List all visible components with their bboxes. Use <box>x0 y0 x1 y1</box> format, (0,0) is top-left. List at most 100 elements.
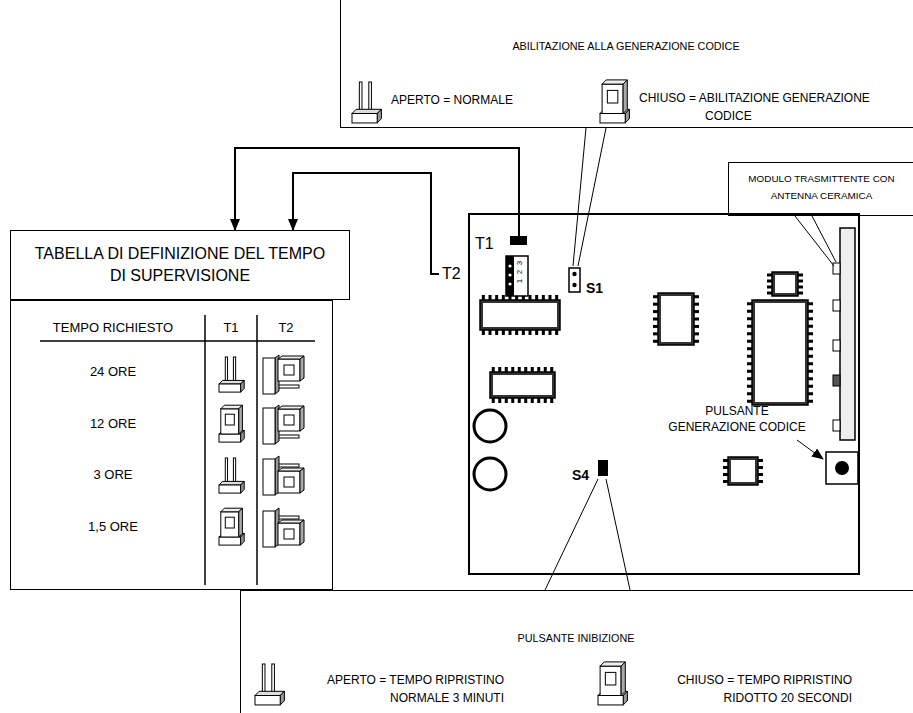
table-rule <box>40 340 315 342</box>
closed-jumper-icon <box>598 662 627 705</box>
jumper-base <box>263 358 275 394</box>
jumper-cap <box>600 666 621 695</box>
three-pin-jumper-icon <box>263 508 304 547</box>
antenna-pad <box>833 375 840 386</box>
jumper-base <box>598 696 623 705</box>
capacitor <box>474 458 506 490</box>
jumper-cap <box>278 409 300 431</box>
ic-body <box>661 296 691 342</box>
jumper-cap <box>621 662 625 696</box>
jumper-cap <box>225 414 234 425</box>
jumper-t2 <box>506 256 514 296</box>
open-jumper-icon <box>219 357 244 392</box>
jumper-base <box>263 511 275 547</box>
jumper-cap <box>225 517 234 528</box>
jumper-t2 <box>506 256 528 296</box>
pin-number: 3 <box>516 259 524 268</box>
circuit-board: T1T2S1S4PULSANTE GENERAZIONE CODICE <box>468 213 860 575</box>
closed-jumper-icon <box>219 508 244 545</box>
jumper-pin <box>272 664 275 693</box>
jumper-base <box>219 537 241 545</box>
closed-jumper-icon <box>600 80 629 123</box>
jumper-s1 <box>569 268 580 292</box>
ic-body <box>490 372 555 398</box>
ic-body <box>658 293 694 345</box>
callout-box: ABILITAZIONE ALLA GENERAZIONE CODICEAPER… <box>340 0 913 128</box>
ic-body <box>493 375 552 395</box>
jumper-cap <box>300 520 304 545</box>
table-cell: 1,5 ORE <box>23 517 203 537</box>
jumper-base <box>600 114 625 123</box>
open-jumper-icon <box>219 458 244 493</box>
jumper-cap <box>623 80 627 114</box>
ic-body <box>755 303 805 402</box>
push-button <box>835 461 849 475</box>
ic-body <box>728 457 758 485</box>
jumper-cap <box>300 356 304 381</box>
capacitor <box>474 410 506 442</box>
jumper-base <box>352 109 381 113</box>
jumper-pin <box>508 273 511 276</box>
callout-title: PULSANTE INIBIZIONE <box>241 629 911 647</box>
jumper-pin <box>262 664 265 693</box>
jumper-pin <box>508 282 511 285</box>
callout-note: CHIUSO = ABILITAZIONE GENERAZIONE CODICE <box>639 89 875 125</box>
leader-line <box>812 216 836 262</box>
component-label: T1 <box>475 232 494 256</box>
component-label: S1 <box>586 278 603 299</box>
jumper-pin <box>225 357 227 382</box>
antenna-pad <box>833 340 840 351</box>
jumper-base <box>255 691 284 695</box>
ic-body <box>775 275 795 293</box>
jumper-pin <box>233 357 235 382</box>
jumper-base <box>377 109 381 123</box>
jumper-pin <box>233 458 235 483</box>
callout-box: MODULO TRASMITTENTE CON ANTENNA CERAMICA <box>728 162 913 216</box>
jumper-base <box>219 485 241 493</box>
jumper-cap <box>605 672 616 685</box>
jumper-cap <box>300 468 304 493</box>
three-pin-jumper-icon <box>263 456 304 495</box>
table-cell: 24 ORE <box>23 362 203 382</box>
jumper-cap <box>221 409 239 434</box>
jumper-cap <box>278 471 300 493</box>
jumper-cap <box>221 512 239 537</box>
closed-jumper-icon <box>219 405 244 442</box>
jumper-cap <box>284 365 294 375</box>
ic-chip <box>653 293 699 345</box>
table-cell: 12 ORE <box>23 414 203 434</box>
leader-line <box>573 128 586 266</box>
jumper-pin <box>225 458 227 483</box>
jumper-cap <box>278 359 300 381</box>
jumper-pin <box>359 82 362 111</box>
ic-body <box>731 460 755 482</box>
callout-box: PULSANTE INIBIZIONE APERTO = TEMPO RIPRIS… <box>240 590 913 713</box>
antenna-module <box>840 228 855 440</box>
pointer-arrow <box>797 440 823 459</box>
part-label: PULSANTE GENERAZIONE CODICE <box>662 403 812 435</box>
pin-number: 2 <box>516 268 524 277</box>
leader-line <box>578 128 606 266</box>
callout-title: MODULO TRASMITTENTE CON ANTENNA CERAMICA <box>731 170 912 204</box>
jumper-base <box>263 459 275 495</box>
jumper-base <box>352 114 377 123</box>
ic-chip <box>767 272 803 296</box>
jumper-cap <box>284 529 294 539</box>
jumper-base <box>255 696 280 705</box>
connector-arrow <box>235 148 519 236</box>
jumper-pin <box>369 82 372 111</box>
antenna-pad <box>833 300 840 311</box>
pin-number: 1 <box>516 277 524 286</box>
ic-chip <box>480 295 560 335</box>
jumper-s4 <box>598 460 608 476</box>
callout-note: APERTO = TEMPO RIPRISTINO NORMALE 3 MINU… <box>289 671 504 707</box>
table-rule <box>204 315 206 585</box>
jumper-base <box>219 384 241 392</box>
jumper-base <box>219 434 241 442</box>
jumper-cap <box>602 84 623 113</box>
callout-title: ABILITAZIONE ALLA GENERAZIONE CODICE <box>341 37 911 55</box>
table-header: T1 <box>209 318 253 338</box>
table-box: TEMPO RICHIESTOT1T224 ORE12 ORE3 ORE1,5 … <box>10 300 333 590</box>
table-header: T2 <box>261 318 311 338</box>
jumper-base <box>280 691 284 705</box>
